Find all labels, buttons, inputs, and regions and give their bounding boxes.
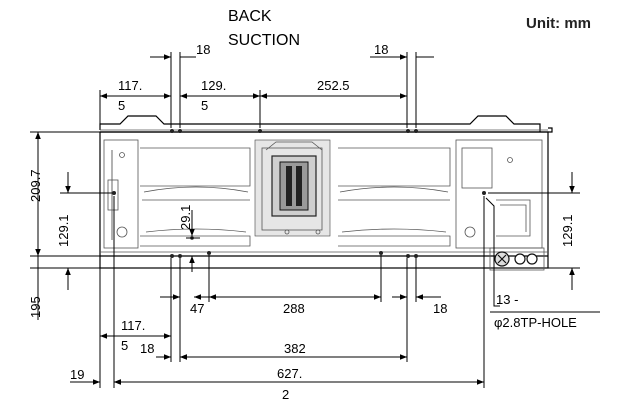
labels: BACK SUCTION Unit: mm 18 18 117. 5 129. … bbox=[28, 8, 591, 402]
dim-bot-288: 288 bbox=[283, 301, 305, 316]
dim-top-129-b: 5 bbox=[201, 98, 208, 113]
dim-bot-627-a: 627. bbox=[277, 366, 302, 381]
dimension-lines bbox=[30, 52, 600, 388]
dim-bot-117-a: 117. bbox=[121, 318, 145, 333]
unit-body bbox=[99, 115, 553, 271]
dim-bot-19: 19 bbox=[70, 367, 84, 382]
dim-bot-18-left: 18 bbox=[140, 341, 154, 356]
dim-left-129: 129.1 bbox=[56, 214, 71, 247]
dim-top-18-right: 18 bbox=[374, 42, 388, 57]
dim-top-117-a: 117. bbox=[118, 78, 142, 93]
unit-label: Unit: mm bbox=[526, 15, 591, 32]
dim-top-252: 252.5 bbox=[317, 78, 350, 93]
dim-mid-29: 29.1 bbox=[178, 205, 193, 230]
dim-bot-117-b: 5 bbox=[121, 338, 128, 353]
dim-bot-382: 382 bbox=[284, 341, 306, 356]
callout-hole-spec: φ2.8TP-HOLE bbox=[494, 315, 577, 330]
header-back: BACK bbox=[228, 8, 272, 25]
dim-bot-47: 47 bbox=[190, 301, 204, 316]
dim-top-117-b: 5 bbox=[118, 98, 125, 113]
dim-bot-627-b: 2 bbox=[282, 387, 289, 402]
dim-right-129: 129.1 bbox=[560, 214, 575, 247]
header-suction: SUCTION bbox=[228, 32, 300, 49]
dim-left-195: 195 bbox=[28, 296, 43, 318]
dim-top-18-left: 18 bbox=[196, 42, 210, 57]
dim-top-129-a: 129. bbox=[201, 78, 226, 93]
dim-left-209: 209.7 bbox=[28, 169, 43, 202]
callout-count: 13 - bbox=[496, 292, 518, 307]
dim-bot-18-right: 18 bbox=[433, 301, 447, 316]
